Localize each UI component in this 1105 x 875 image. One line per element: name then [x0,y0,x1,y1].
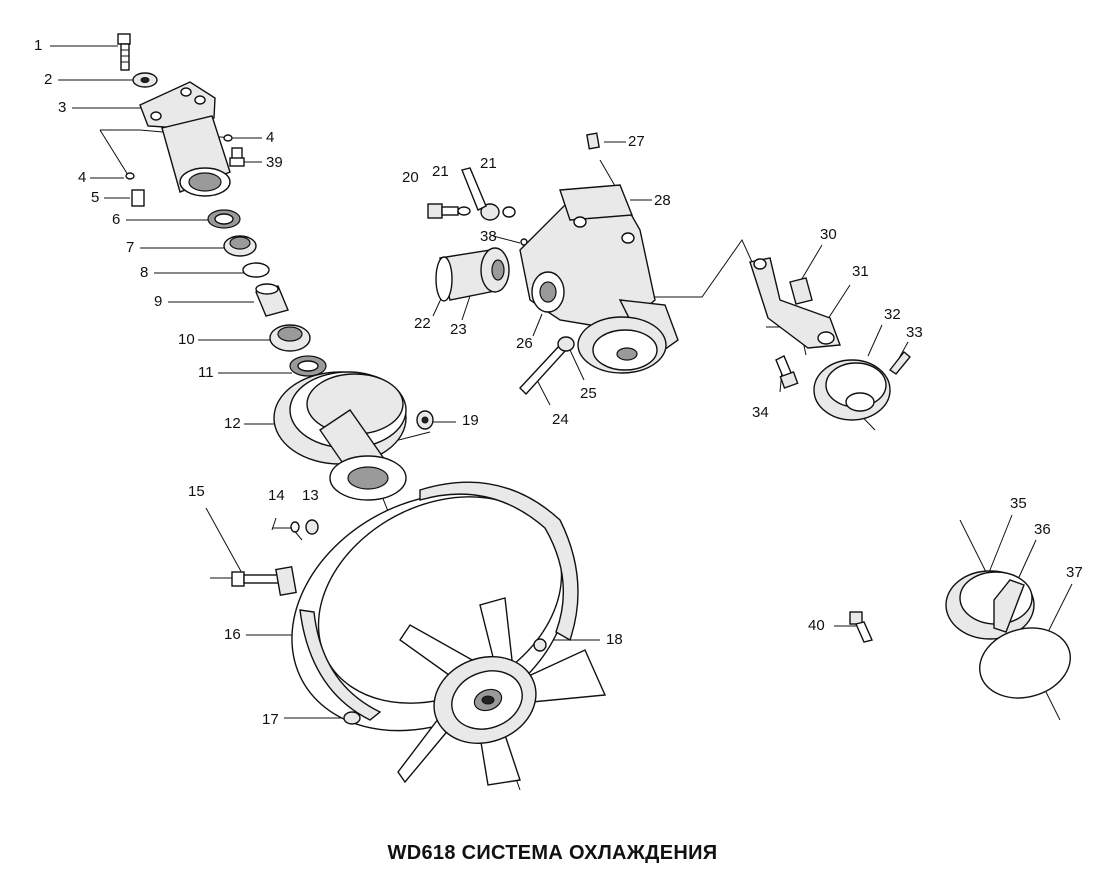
callout-34: 34 [752,404,769,421]
callout-37: 37 [1066,564,1083,581]
bolt-15 [210,571,281,587]
callout-27: 27 [628,133,645,150]
thermostat-35-36 [945,570,1035,640]
impeller-22-23 [435,247,510,302]
pump-body-28 [519,184,679,374]
callout-20: 20 [402,169,419,186]
washer-2 [132,72,158,88]
callout-26: 26 [516,335,533,352]
small-washers-4 [125,134,233,180]
bearing-7 [223,235,257,257]
pin-33 [888,350,911,375]
callout-12: 12 [224,415,241,432]
callout-23: 23 [450,321,467,338]
gasket-37 [979,627,1071,699]
fan-hub [433,656,537,744]
bolt-39 [229,147,245,167]
nut-13-washer-14 [290,519,319,535]
callout-8: 8 [140,264,149,281]
callout-2: 2 [44,71,53,88]
bolt-40 [849,611,873,643]
seal-6 [207,209,241,229]
callout-4: 4 [78,169,87,186]
ring-8 [242,262,270,278]
callout-31: 31 [852,263,869,280]
callout-19: 19 [462,412,479,429]
callout-40: 40 [808,617,825,634]
callout-25: 25 [580,385,597,402]
callout-6: 6 [112,211,121,228]
callout-4: 4 [266,129,275,146]
callout-7: 7 [126,239,135,256]
callout-28: 28 [654,192,671,209]
spacer-9 [255,283,289,317]
callout-9: 9 [154,293,163,310]
callout-16: 16 [224,626,241,643]
callout-36: 36 [1034,521,1051,538]
bolt-1 [117,33,131,71]
callout-33: 33 [906,324,923,341]
callout-13: 13 [302,487,319,504]
callout-39: 39 [266,154,283,171]
callout-1: 1 [34,37,43,54]
bearing-10 [269,324,311,352]
callout-38: 38 [480,228,497,245]
callout-5: 5 [91,189,100,206]
callout-3: 3 [58,99,67,116]
bolt-34 [775,355,799,389]
diagram-title: WD618 СИСТЕМА ОХЛАЖДЕНИЯ [387,842,718,864]
bolt-5 [131,189,145,207]
callout-17: 17 [262,711,279,728]
callout-32: 32 [884,306,901,323]
callout-24: 24 [552,411,569,428]
nut-19 [416,410,434,430]
callout-15: 15 [188,483,205,500]
pulley-32 [813,359,891,421]
callout-11: 11 [198,364,214,381]
callout-14: 14 [268,487,285,504]
callout-35: 35 [1010,495,1027,512]
pulley-12 [273,371,407,501]
callout-22: 22 [414,315,431,332]
callout-30: 30 [820,226,837,243]
callout-21: 21 [432,163,449,180]
callout-10: 10 [178,331,195,348]
stud-24-nut-25 [519,336,575,396]
bracket-30-31 [749,257,841,349]
housing-3 [139,81,231,197]
seal-11 [289,355,327,377]
callout-18: 18 [606,631,623,648]
callout-21: 21 [480,155,497,172]
pump-small-parts [427,132,600,246]
